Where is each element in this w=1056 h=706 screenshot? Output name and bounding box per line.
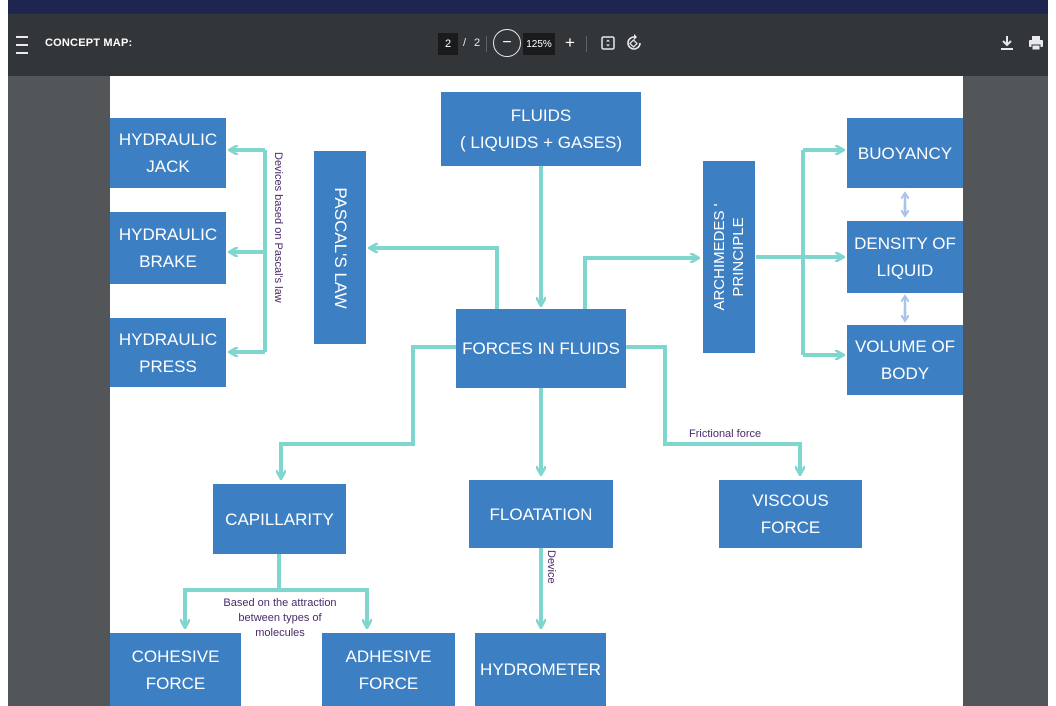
buoyancy-box: BUOYANCY — [847, 118, 963, 188]
hydrometer-box: HYDROMETER — [475, 633, 606, 706]
archimedes-principle-label: ARCHIMEDES ' PRINCIPLE — [711, 203, 747, 311]
cohesive-force-box: COHESIVE FORCE — [110, 633, 241, 706]
document-title: CONCEPT MAP: — [45, 37, 133, 49]
download-icon[interactable] — [998, 34, 1016, 52]
fluids-box: FLUIDS ( LIQUIDS + GASES) — [441, 92, 641, 166]
pdf-page — [110, 76, 963, 706]
volume-of-body-box: VOLUME OF BODY — [847, 325, 963, 395]
frictional-force-note: Frictional force — [689, 428, 762, 440]
zoom-in-button[interactable]: + — [565, 33, 575, 52]
hydraulic-jack-box: HYDRAULIC JACK — [110, 118, 226, 188]
arrow-to-adhesive — [279, 588, 367, 627]
capillarity-box: CAPILLARITY — [213, 484, 346, 554]
hydraulic-brake-box: HYDRAULIC BRAKE — [110, 212, 226, 284]
window-top-band — [8, 0, 1048, 14]
pdf-toolbar: CONCEPT MAP: 2 / 2 − 125% + — [8, 14, 1048, 76]
hydraulic-press-box: HYDRAULIC PRESS — [110, 318, 226, 387]
floatation-box: FLOATATION — [469, 480, 613, 548]
menu-icon[interactable] — [12, 36, 32, 54]
pascals-law-box: PASCAL'S LAW — [314, 151, 366, 344]
attraction-note: Based on the attraction between types of… — [223, 597, 337, 639]
zoom-out-button[interactable]: − — [493, 29, 521, 57]
fit-page-icon[interactable] — [599, 34, 617, 52]
page-total: 2 — [474, 37, 481, 49]
rotate-icon[interactable] — [625, 33, 643, 53]
arrow-forces-to-pascal — [370, 248, 499, 309]
adhesive-force-box: ADHESIVE FORCE — [322, 633, 455, 706]
arrow-forces-to-archimedes — [583, 258, 698, 309]
forces-in-fluids-box: FORCES IN FLUIDS — [456, 309, 626, 388]
device-note: Device — [545, 550, 557, 584]
pascals-law-label: PASCAL'S LAW — [331, 186, 350, 309]
pascal-devices-note: Devices based on Pascal's law — [272, 152, 284, 303]
density-of-liquid-box: DENSITY OF LIQUID — [847, 221, 963, 293]
zoom-level-input[interactable]: 125% — [523, 33, 555, 55]
page-separator: / — [463, 37, 467, 49]
viscous-force-box: VISCOUS FORCE — [719, 480, 862, 548]
toolbar-divider — [586, 36, 587, 52]
arrow-to-viscous — [626, 345, 800, 474]
arrow-to-capillarity — [281, 345, 457, 478]
arrow-to-cohesive — [185, 554, 281, 627]
print-icon[interactable] — [1026, 34, 1046, 52]
archimedes-principle-box: ARCHIMEDES ' PRINCIPLE — [703, 161, 755, 353]
page-number-input[interactable]: 2 — [438, 33, 458, 55]
toolbar-divider — [486, 36, 487, 52]
